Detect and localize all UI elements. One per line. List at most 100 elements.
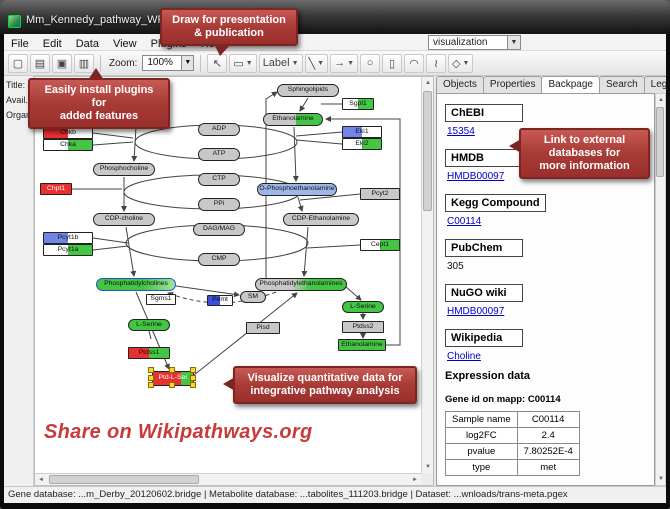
backpage-header-wikipedia: Wikipedia — [445, 329, 523, 347]
chevron-down-icon[interactable]: ▼ — [507, 36, 520, 49]
pathway-node-pisd[interactable]: Pisd — [246, 322, 280, 334]
tab-objects[interactable]: Objects — [436, 76, 484, 93]
table-cell-value: C00114 — [516, 411, 580, 428]
pathway-node-ptdss2[interactable]: Ptdss2 — [342, 321, 384, 333]
shapes-tool-button[interactable]: ◇▼ — [448, 53, 474, 73]
scroll-thumb[interactable] — [423, 91, 432, 211]
open-file-button[interactable]: ▤ — [30, 53, 50, 73]
scroll-thumb[interactable] — [49, 475, 199, 484]
title-bar[interactable]: Mm_Kennedy_pathway_WP1771_45176.gp... — [0, 0, 670, 34]
chevron-down-icon[interactable]: ▼ — [181, 56, 194, 70]
share-note: Share on Wikipathways.org — [44, 421, 313, 443]
pathway-node-pcyt1a[interactable]: Pcyt1a — [43, 244, 93, 256]
zoom-combo[interactable]: 100% ▼ — [142, 55, 195, 71]
selection-handle[interactable] — [190, 374, 196, 381]
tab-properties[interactable]: Properties — [482, 76, 543, 93]
arrow-tool-button[interactable]: →▼ — [330, 53, 359, 73]
selection-handle[interactable] — [148, 367, 154, 373]
pathway-node-ppi[interactable]: PPi — [198, 198, 240, 211]
scroll-left-icon[interactable]: ◄ — [38, 477, 44, 483]
selection-tool-icon: ↖ — [212, 57, 222, 70]
scroll-up-icon[interactable]: ▲ — [658, 97, 664, 103]
rect-tool-button[interactable]: ▯ — [382, 53, 403, 73]
backpage-link-hmdb[interactable]: HMDB00097 — [447, 171, 505, 182]
selection-handle[interactable] — [148, 374, 154, 381]
backpage-link-wikipedia[interactable]: Choline — [447, 351, 481, 362]
menu-file[interactable]: File — [11, 38, 29, 50]
menu-edit[interactable]: Edit — [42, 38, 62, 50]
chevron-down-icon[interactable]: ▼ — [462, 59, 470, 67]
scroll-up-icon[interactable]: ▲ — [425, 80, 431, 86]
scroll-thumb[interactable] — [656, 107, 664, 177]
pathway-node-pcyt2[interactable]: Pcyt2 — [360, 188, 400, 200]
selection-handle[interactable] — [169, 367, 175, 373]
brace-tool-button[interactable]: ≀ — [426, 53, 447, 73]
pathway-node-cdp-ethanolamine[interactable]: CDP-Ethanolamine — [283, 213, 359, 226]
canvas-horizontal-scrollbar[interactable]: ◄ ► — [35, 473, 421, 485]
chevron-down-icon[interactable]: ▼ — [347, 59, 355, 67]
tab-search[interactable]: Search — [598, 76, 645, 93]
callout-pointer — [509, 139, 521, 153]
pathway-node-sphingolipids[interactable]: Sphingolipids — [277, 84, 339, 97]
pathway-node-ethanolamine[interactable]: Ethanolamine — [263, 113, 323, 126]
pathway-node-sm[interactable]: SM — [240, 291, 266, 303]
pathway-node-phosphatidylethanolamines[interactable]: Phosphatidylethanolamines — [255, 278, 347, 291]
save-file-button[interactable]: ▣ — [52, 53, 72, 73]
selection-handle[interactable] — [190, 382, 196, 388]
tab-legend[interactable]: Legend — [643, 76, 666, 93]
menu-view[interactable]: View — [112, 38, 137, 50]
new-file-button[interactable]: ▢ — [8, 53, 28, 73]
pathway-node-eki1[interactable]: Eki1 — [342, 126, 382, 138]
chevron-down-icon[interactable]: ▼ — [245, 59, 253, 67]
visualization-combo[interactable]: visualization ▼ — [428, 35, 521, 50]
pathway-node-ethanolamine[interactable]: Ethanolamine — [338, 339, 386, 351]
pathway-node-phosphatidylcholines[interactable]: Phosphatidylcholines — [96, 278, 176, 291]
pathway-node-l-serine[interactable]: L-Serine — [342, 301, 384, 313]
pathway-node-ctp[interactable]: CTP — [198, 173, 240, 186]
pathway-node-l-serine[interactable]: L-Serine — [128, 319, 170, 331]
pathway-node-cept1[interactable]: Cept1 — [360, 239, 400, 251]
pathway-node-dag-mag[interactable]: DAG/MAG — [193, 223, 245, 236]
scroll-right-icon[interactable]: ► — [412, 477, 418, 483]
pathway-node-pemt[interactable]: Pemt — [207, 295, 233, 306]
backpage-link-nugo-wiki[interactable]: HMDB00097 — [447, 306, 505, 317]
pathway-node-ptdss1[interactable]: Ptdss1 — [128, 347, 170, 359]
chevron-down-icon[interactable]: ▼ — [291, 59, 299, 67]
app-icon — [8, 15, 21, 28]
selection-handle[interactable] — [190, 367, 196, 373]
oval-tool-button[interactable]: ○ — [360, 53, 381, 73]
pathway-node-sgms1[interactable]: Sgms1 — [146, 294, 176, 305]
canvas-vertical-scrollbar[interactable]: ▲ ▼ — [421, 77, 433, 473]
callout-draw: Draw for presentation & publication — [160, 8, 298, 56]
backpage-header-nugo-wiki: NuGO wiki — [445, 284, 523, 302]
pathway-layer: SphingolipidsSgpl1EthanolamineCholineChk… — [36, 83, 422, 473]
datanode-tool-button[interactable]: ▭▼ — [229, 53, 257, 73]
export-button[interactable]: ▥ — [74, 53, 94, 73]
pathway-node-cmp[interactable]: CMP — [198, 253, 240, 266]
selection-handle[interactable] — [148, 382, 154, 388]
tab-backpage[interactable]: Backpage — [541, 76, 600, 93]
pathway-node-pcyt1b[interactable]: Pcyt1b — [43, 232, 93, 244]
backpage-link-kegg-compound[interactable]: C00114 — [447, 216, 482, 227]
pathway-node-chka[interactable]: Chka — [43, 139, 93, 151]
menu-data[interactable]: Data — [75, 38, 99, 50]
scroll-down-icon[interactable]: ▼ — [425, 464, 431, 470]
callout-plugins: Easily install plugins for added feature… — [28, 68, 170, 129]
pathway-node-atp[interactable]: ATP — [198, 148, 240, 161]
selection-handle[interactable] — [169, 382, 175, 388]
pathway-node-chpt1[interactable]: Chpt1 — [40, 183, 72, 195]
scroll-down-icon[interactable]: ▼ — [658, 476, 664, 482]
sidebar-scrollbar[interactable]: ▲ ▼ — [655, 93, 666, 486]
pathway-node-cdp-choline[interactable]: CDP-choline — [93, 213, 155, 226]
pathway-node-sgpl1[interactable]: Sgpl1 — [342, 98, 374, 110]
selection-tool-button[interactable]: ↖ — [207, 53, 228, 73]
pathway-node-adp[interactable]: ADP — [198, 123, 240, 136]
chevron-down-icon[interactable]: ▼ — [317, 59, 325, 67]
pathway-node-phosphocholine[interactable]: Phosphocholine — [93, 163, 155, 176]
pathway-node-eki2[interactable]: Eki2 — [342, 138, 382, 150]
arc-tool-button[interactable]: ◠ — [404, 53, 425, 73]
backpage-link-chebi[interactable]: 15354 — [447, 126, 475, 137]
label-tool-button[interactable]: Label▼ — [258, 53, 303, 73]
pathway-node-o-phosphoethanolamine[interactable]: O-Phosphoethanolamine — [257, 183, 337, 196]
line-tool-button[interactable]: ╲▼ — [304, 53, 329, 73]
